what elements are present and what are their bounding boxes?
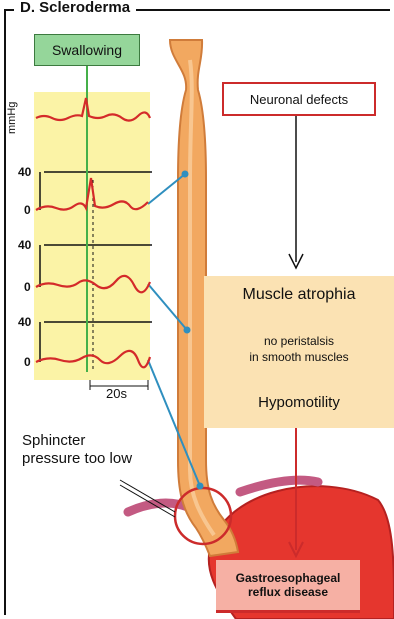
tick-label-40-upper: 40 <box>18 165 31 179</box>
time-scale-label: 20s <box>106 386 127 401</box>
gerd-label-line2: reflux disease <box>248 585 328 599</box>
neuronal-defects-box: Neuronal defects <box>222 82 376 116</box>
tick-label-0-middle: 0 <box>24 280 31 294</box>
sphincter-label: Sphincter pressure too low <box>22 432 132 468</box>
connector-middle-dot <box>184 327 191 334</box>
pressure-unit-label: mmHg <box>6 102 18 134</box>
tick-label-0-upper: 0 <box>24 203 31 217</box>
swallowing-label: Swallowing <box>34 34 140 66</box>
lower-esophagus-trace <box>36 351 150 367</box>
gerd-label-line1: Gastroesophageal <box>236 571 341 585</box>
gerd-box: Gastroesophageal reflux disease <box>216 560 360 613</box>
tick-label-40-lower: 40 <box>18 315 31 329</box>
no-peristalsis-line1: no peristalsis <box>204 334 394 348</box>
connector-upper-dot <box>182 171 189 178</box>
sphincter-label-line1: Sphincter <box>22 432 132 450</box>
tick-label-0-lower: 0 <box>24 355 31 369</box>
no-peristalsis-line2: in smooth muscles <box>204 350 394 364</box>
upper-esophagus-trace <box>36 178 148 210</box>
pharyngeal-trace <box>36 98 150 121</box>
sphincter-label-line2: pressure too low <box>22 450 132 468</box>
connector-lower-dot <box>197 483 204 490</box>
tick-label-40-middle: 40 <box>18 238 31 252</box>
hypomotility-label: Hypomotility <box>204 394 394 411</box>
muscle-atrophia-label: Muscle atrophia <box>204 286 394 304</box>
